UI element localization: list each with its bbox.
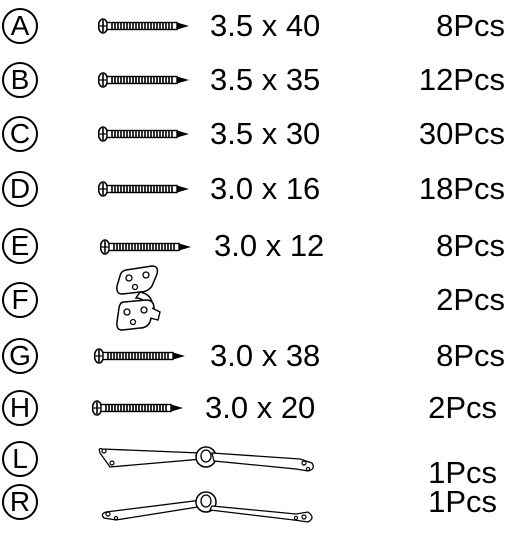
screw-icon: [98, 179, 192, 199]
part-letter-badge: L: [2, 441, 38, 477]
part-row-b: B 3.5 x 35 12Pcs: [0, 62, 511, 114]
part-letter-badge: A: [2, 8, 38, 44]
part-quantity: 2Pcs: [436, 282, 505, 317]
part-letter-badge: G: [2, 338, 38, 374]
screw-icon: [98, 70, 192, 90]
part-size: 3.5 x 35: [210, 62, 321, 97]
part-size: 3.0 x 12: [214, 228, 325, 263]
part-letter-badge: R: [2, 484, 38, 520]
part-quantity: 8Pcs: [436, 228, 505, 263]
part-letter-badge: E: [2, 228, 38, 264]
part-row-d: D 3.0 x 16 18Pcs: [0, 171, 511, 223]
part-row-r: R 1Pcs: [0, 484, 511, 536]
part-quantity: 18Pcs: [418, 171, 505, 206]
part-letter-badge: H: [2, 390, 38, 426]
part-quantity: 8Pcs: [436, 338, 505, 373]
part-quantity: 12Pcs: [418, 62, 505, 97]
screw-icon: [92, 398, 186, 418]
part-letter-badge: C: [2, 116, 38, 152]
hinge-icon: [112, 264, 164, 334]
part-quantity: 2Pcs: [428, 390, 497, 425]
part-size: 3.5 x 30: [210, 116, 321, 151]
part-quantity: 1Pcs: [428, 455, 497, 490]
lid-stay-icon: [96, 441, 318, 477]
screw-icon: [100, 237, 194, 257]
part-row-c: C 3.5 x 30 30Pcs: [0, 116, 511, 168]
screw-icon: [94, 346, 188, 366]
part-letter-badge: B: [2, 62, 38, 98]
part-size: 3.0 x 38: [210, 338, 321, 373]
part-quantity: 30Pcs: [418, 116, 505, 151]
screw-icon: [98, 16, 192, 36]
part-row-e: E 3.0 x 12 8Pcs: [0, 228, 511, 280]
part-letter-badge: D: [2, 171, 38, 207]
screw-icon: [98, 124, 192, 144]
part-row-f: F 2Pcs: [0, 265, 511, 334]
part-row-a: A 3.5 x 40 8Pcs: [0, 8, 511, 60]
part-row-h: H 3.0 x 20 2Pcs: [0, 390, 511, 442]
part-row-g: G 3.0 x 38 8Pcs: [0, 338, 511, 390]
part-size: 3.0 x 16: [210, 171, 321, 206]
part-letter-badge: F: [2, 282, 38, 318]
part-quantity: 1Pcs: [428, 484, 497, 519]
part-row-l: L 1Pcs: [0, 441, 511, 493]
lid-stay-icon: [96, 484, 318, 524]
part-quantity: 8Pcs: [436, 8, 505, 43]
part-size: 3.5 x 40: [210, 8, 321, 43]
part-size: 3.0 x 20: [205, 390, 316, 425]
